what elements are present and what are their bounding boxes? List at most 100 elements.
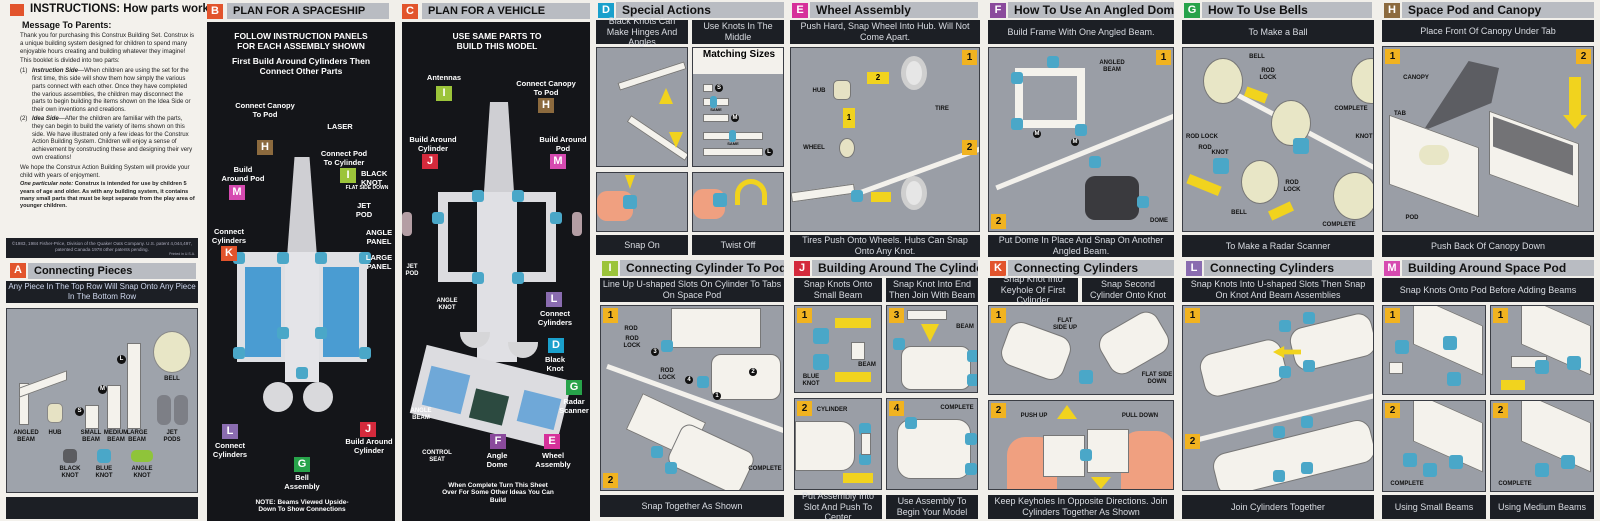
callout-f-badge: F <box>490 434 506 449</box>
wheel-label: WHEEL <box>803 145 825 151</box>
arrow-2-icon: 2 <box>867 72 889 84</box>
knot-icon <box>315 327 327 339</box>
part-1: (1) Instruction Side—When children are u… <box>20 67 195 114</box>
panel-k-title: Connecting Cylinders <box>1008 260 1174 276</box>
knot-icon <box>893 338 905 350</box>
left-arrow-icon <box>843 473 873 483</box>
callout-antennas-text: Antennas <box>426 73 462 82</box>
push-up-label: PUSH UP <box>1020 413 1048 419</box>
panel-e-caption-bottom: Tires Push Onto Wheels. Hubs Can Snap On… <box>790 235 980 257</box>
panel-b-title: PLAN FOR A SPACESHIP <box>227 3 389 19</box>
space-pod-illustration: CANOPY TAB POD 1 2 <box>1382 46 1594 232</box>
left-arrow-icon <box>835 318 871 328</box>
callout-j-badge: J <box>360 422 376 437</box>
safety-note-body: Construx is intended for use by children… <box>20 181 195 209</box>
wheel-right <box>572 212 582 236</box>
panel-j-badge: J <box>794 261 810 276</box>
complete-label: COMPLETE <box>940 405 974 411</box>
panel-g: G How To Use Bells To Make a Ball BELL R… <box>1176 0 1376 258</box>
step-1-badge: 1 <box>1385 49 1400 64</box>
arrow-1-icon: 1 <box>843 108 855 128</box>
number-4-marker: 4 <box>685 376 693 384</box>
pod-shape <box>1413 401 1483 473</box>
spaceship-illustration <box>233 157 371 412</box>
panel-a-caption: Any Piece In The Top Row Will Snap Onto … <box>6 281 198 303</box>
callout-g-badge: G <box>294 457 310 472</box>
callout-l-text: Connect Cylinders <box>212 441 248 459</box>
size-m-marker: M <box>98 385 107 394</box>
panel-d-caption-1: Black Knots Can Make Hinges And Angles <box>596 16 688 47</box>
panel-a-footer <box>6 497 198 519</box>
pod-shape <box>1389 114 1479 218</box>
hub-label: HUB <box>812 88 826 94</box>
panel-m-caption-3: Using Small Beams <box>1382 495 1486 519</box>
arrow-1-label: 1 <box>846 113 852 122</box>
safety-note-title: One particular note: <box>20 181 74 188</box>
step-2-badge: 2 <box>962 140 977 155</box>
panel-l-caption-bottom: Join Cylinders Together <box>1182 495 1374 519</box>
panel-m-badge: M <box>1384 261 1400 276</box>
cylinder-shape <box>795 421 855 471</box>
ship-right-panel <box>323 267 359 357</box>
hand-right <box>1121 431 1173 489</box>
hinge-illustration <box>596 47 688 167</box>
medium-beam-step-2: COMPLETE 2 <box>1490 400 1594 492</box>
knot-icon <box>1075 124 1087 136</box>
flat-side-down-label: FLAT SIDE DOWN <box>1141 372 1173 385</box>
part-label: MEDIUM BEAM <box>103 430 129 443</box>
callout-m-text: Build Around Pod <box>221 165 265 183</box>
part-1-text: Instruction Side—When children are using… <box>32 67 195 114</box>
tab-label: TAB <box>1394 111 1406 117</box>
part-label: ANGLE KNOT <box>131 466 153 479</box>
bell-label: BELL <box>1249 54 1265 60</box>
bell-left <box>263 382 293 412</box>
knot-icon <box>296 367 308 379</box>
matching-sizes-diagram: Matching Sizes S SAME M SAME L <box>692 47 784 167</box>
panel-h: H Space Pod and Canopy Place Front Of Ca… <box>1376 0 1600 258</box>
cylinder-right <box>1087 429 1129 473</box>
knot-icon <box>1567 356 1581 370</box>
bell-shape <box>153 331 191 373</box>
panel-b-intro-2: First Build Around Cylinders Then Connec… <box>231 56 371 76</box>
knot-icon <box>1047 56 1059 68</box>
panel-a-title: Connecting Pieces <box>28 263 196 279</box>
jet-pod-label: JET POD <box>355 201 373 219</box>
knot-icon <box>277 252 289 264</box>
panel-g-badge: G <box>1184 3 1200 18</box>
step-3-illustration: BEAM 3 <box>886 305 978 393</box>
step-2-badge: 2 <box>1385 403 1400 418</box>
complete-label: COMPLETE <box>1498 481 1532 487</box>
step-1-badge: 1 <box>962 50 977 65</box>
same-label: SAME <box>710 107 722 112</box>
cylinder-left <box>1043 435 1085 477</box>
step-1-illustration: BLUE KNOT BEAM 1 <box>794 305 882 393</box>
angled-beam-shape <box>19 383 29 425</box>
step-2-badge: 2 <box>1576 49 1591 64</box>
intro-text: Thank you for purchasing this Construx B… <box>20 32 195 55</box>
medium-beam-step-1: 1 <box>1490 305 1594 395</box>
up-arrow-icon <box>1268 201 1294 221</box>
knot-icon <box>1213 158 1229 174</box>
step-1-badge: 1 <box>797 308 812 323</box>
up-arrow-icon <box>1057 405 1077 419</box>
knot-icon <box>965 463 977 475</box>
knot-icon <box>1273 426 1285 438</box>
step-1-illustration: FLAT SIDE UP FLAT SIDE DOWN 1 <box>988 305 1174 395</box>
knot-icon <box>1279 366 1291 378</box>
right-arrow-icon <box>1186 173 1222 197</box>
canopy-label: CANOPY <box>1403 75 1429 81</box>
hub-shape <box>833 80 851 100</box>
knot-icon <box>965 433 977 445</box>
panel-d: D Special Actions Black Knots Can Make H… <box>594 0 788 258</box>
step-2-badge: 2 <box>797 401 812 416</box>
vehicle-illustration <box>402 102 582 450</box>
panel-h-caption-bottom: Push Back Of Canopy Down <box>1382 235 1594 257</box>
rod-lock-label: ROD LOCK <box>1186 134 1218 140</box>
panel-c: C PLAN FOR A VEHICLE USE SAME PARTS TO B… <box>398 0 594 521</box>
callout-h-badge: H <box>257 140 273 155</box>
bell-shape <box>1203 58 1243 104</box>
panel-d-title: Special Actions <box>616 2 784 18</box>
knot-icon <box>472 190 484 202</box>
dome-shape <box>1085 176 1139 220</box>
knot-icon <box>1011 72 1023 84</box>
